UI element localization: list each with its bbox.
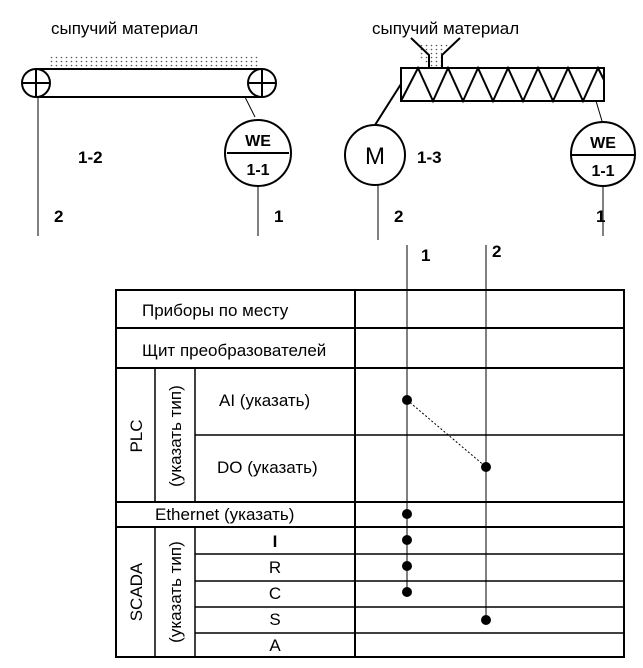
row-do: DO (указать)	[217, 458, 318, 477]
signal-dot	[402, 509, 412, 519]
loop-number-right: 1-3	[417, 148, 442, 167]
belt-conveyor-section: сыпучий материал WE 1-1 1-2 2 1	[21, 19, 292, 236]
scada-item-i: I	[273, 532, 278, 551]
row-ethernet: Ethernet (указать)	[155, 505, 294, 524]
loop-number-left: 1-2	[78, 148, 103, 167]
line-label-1-left: 1	[274, 207, 283, 226]
motor-shaft	[374, 83, 402, 126]
ai-do-link	[406, 399, 487, 468]
row-plc-type: (указать тип)	[166, 385, 185, 487]
signal-dot	[481, 615, 491, 625]
instrument-tag: WE	[590, 135, 616, 152]
signal-dot	[402, 587, 412, 597]
signal-dot	[402, 535, 412, 545]
left-pulley-icon	[21, 68, 51, 98]
motor-icon: M	[344, 124, 406, 186]
right-material-label: сыпучий материал	[372, 19, 519, 38]
row-scada: SCADA	[127, 562, 146, 621]
instrument-number: 1-1	[246, 162, 269, 179]
row-plc: PLC	[127, 419, 146, 452]
weight-instrument-right: WE 1-1	[570, 121, 636, 187]
right-pulley-icon	[247, 68, 277, 98]
column-label-1: 1	[421, 246, 430, 265]
line-label-2-left: 2	[54, 207, 63, 226]
motor-tag: M	[365, 143, 385, 170]
signal-dot	[481, 462, 491, 472]
scada-item-s: S	[269, 610, 280, 629]
hopper-icon	[410, 37, 461, 68]
row-scada-type: (указать тип)	[166, 541, 185, 643]
line-label-2-right: 2	[394, 207, 403, 226]
instrument-tag: WE	[245, 133, 271, 150]
sensor-connection-right	[595, 100, 603, 122]
scada-item-a: A	[269, 636, 281, 655]
left-material-label: сыпучий материал	[51, 19, 198, 38]
line-label-1-right: 1	[596, 207, 605, 226]
instrument-number: 1-1	[591, 163, 614, 180]
sensor-connection	[244, 96, 256, 118]
screw-conveyor-section: сыпучий материал M 1-3 WE 1-1 2 1	[344, 19, 636, 240]
row-ai: AI (указать)	[219, 391, 310, 410]
weight-instrument-left: WE 1-1	[224, 119, 292, 187]
table-border	[115, 289, 625, 658]
row-converter-panel: Щит преобразователей	[142, 341, 326, 360]
screw-flight-icon	[400, 65, 605, 104]
scada-item-c: C	[269, 584, 281, 603]
column-label-2: 2	[492, 242, 501, 261]
signal-dot	[402, 395, 412, 405]
scada-item-r: R	[269, 558, 281, 577]
signal-table: 1 2 Приборы по месту Щит преобразователе…	[115, 242, 625, 658]
signal-dot	[402, 561, 412, 571]
row-field-devices: Приборы по месту	[142, 301, 289, 320]
bulk-material-layer	[50, 56, 260, 67]
